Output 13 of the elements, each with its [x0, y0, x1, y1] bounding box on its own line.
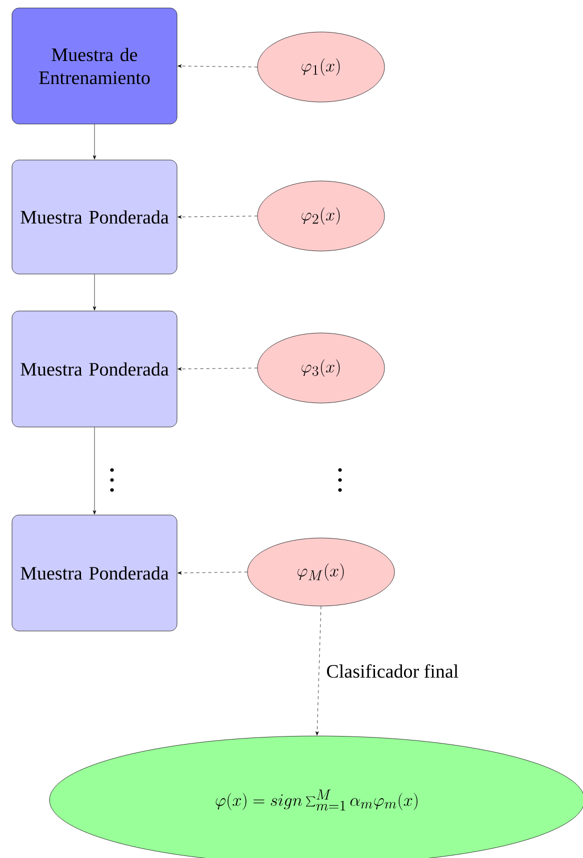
edge-label: Clasificador final: [327, 664, 458, 678]
arrow: [92, 274, 96, 310]
process-box: Muestra Ponderada: [12, 160, 178, 274]
process-box: Muestra Ponderada: [12, 310, 178, 428]
arrow: [316, 606, 322, 736]
arrow: [178, 571, 248, 575]
process-box: Muestra Ponderada: [12, 514, 178, 632]
arrow: [178, 64, 258, 68]
process-box: Muestra de Entrenamiento: [12, 8, 178, 124]
arrow: [178, 367, 258, 371]
arrow: [178, 215, 258, 219]
arrow: [92, 427, 96, 514]
arrow: [92, 124, 96, 160]
